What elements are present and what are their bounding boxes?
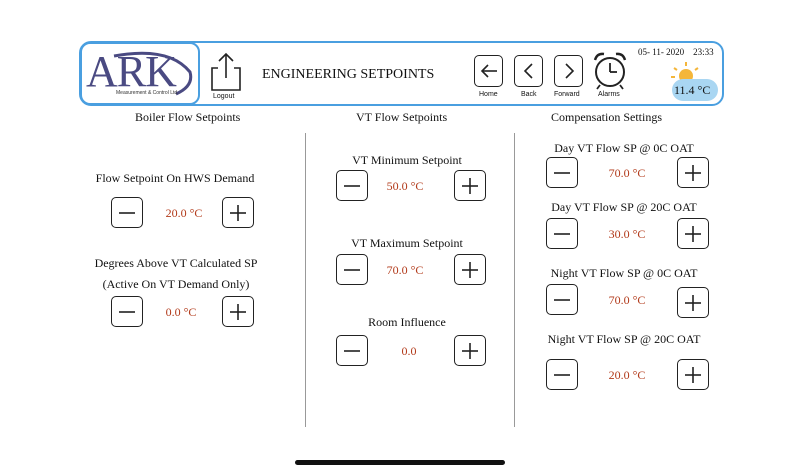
company-logo: ARK Measurement & Control Ltd. <box>80 42 200 105</box>
increase-button[interactable] <box>677 218 709 249</box>
boiler-column-title: Boiler Flow Setpoints <box>135 110 241 124</box>
plus-icon <box>685 366 701 383</box>
increase-button[interactable] <box>677 359 709 390</box>
comp-column-title: Compensation Settings <box>551 110 662 124</box>
arrow-left-icon <box>480 64 497 78</box>
setpoint-label: Flow Setpoint On HWS Demand <box>95 171 255 185</box>
setpoint-sublabel: (Active On VT Demand Only) <box>102 277 250 291</box>
page-title: ENGINEERING SETPOINTS <box>262 67 435 82</box>
decrease-button[interactable] <box>111 296 143 327</box>
chevron-right-icon <box>564 63 574 79</box>
setpoint-value: 0.0 °C <box>165 305 197 319</box>
increase-button[interactable] <box>454 254 486 285</box>
decrease-button[interactable] <box>546 218 578 249</box>
setpoint-value: 70.0 °C <box>608 166 646 180</box>
logout-label: Logout <box>213 93 235 100</box>
plus-icon <box>230 204 246 221</box>
forward-button[interactable] <box>554 55 583 87</box>
weather-badge <box>672 79 718 101</box>
logo-subtitle: Measurement & Control Ltd. <box>116 90 179 96</box>
plus-icon <box>685 225 701 242</box>
date-text: 05- 11- 2020 <box>638 47 685 57</box>
logout-button[interactable] <box>208 50 244 102</box>
decrease-button[interactable] <box>336 335 368 366</box>
minus-icon <box>119 310 135 313</box>
plus-icon <box>230 303 246 320</box>
share-export-icon <box>211 52 241 91</box>
decrease-button[interactable] <box>546 284 578 315</box>
plus-icon <box>462 342 478 359</box>
back-button[interactable] <box>514 55 543 87</box>
outdoor-temp: 11.4 °C <box>674 83 711 97</box>
back-label: Back <box>521 91 537 98</box>
increase-button[interactable] <box>454 335 486 366</box>
home-label: Home <box>479 91 498 98</box>
minus-icon <box>554 171 570 174</box>
decrease-button[interactable] <box>111 197 143 228</box>
setpoint-value: 30.0 °C <box>608 227 646 241</box>
setpoint-value: 20.0 °C <box>608 368 646 382</box>
setpoint-label: VT Maximum Setpoint <box>351 236 463 250</box>
plus-icon <box>685 164 701 181</box>
setpoint-label: Degrees Above VT Calculated SP <box>94 256 258 270</box>
setpoint-value: 50.0 °C <box>386 179 424 193</box>
vt-column-title: VT Flow Setpoints <box>356 110 448 124</box>
decrease-button[interactable] <box>546 359 578 390</box>
plus-icon <box>462 177 478 194</box>
setpoint-label: VT Minimum Setpoint <box>352 153 462 167</box>
plus-icon <box>685 294 701 311</box>
forward-label: Forward <box>554 91 580 98</box>
logo-swoosh-icon <box>113 51 193 96</box>
setpoint-label: Room Influence <box>368 315 446 329</box>
increase-button[interactable] <box>454 170 486 201</box>
setpoint-value: 20.0 °C <box>165 206 203 220</box>
increase-button[interactable] <box>677 157 709 188</box>
logo-text: ARK <box>86 47 177 96</box>
setpoint-label: Day VT Flow SP @ 20C OAT <box>551 200 697 214</box>
minus-icon <box>554 298 570 301</box>
decrease-button[interactable] <box>336 254 368 285</box>
setpoint-label: Night VT Flow SP @ 20C OAT <box>547 332 701 346</box>
minus-icon <box>554 232 570 235</box>
increase-button[interactable] <box>222 296 254 327</box>
setpoint-value: 70.0 °C <box>386 263 424 277</box>
minus-icon <box>344 349 360 352</box>
setpoint-value: 0.0 <box>401 344 417 358</box>
increase-button[interactable] <box>222 197 254 228</box>
alarm-clock-icon <box>593 52 627 90</box>
time-text: 23:33 <box>693 47 714 57</box>
decrease-button[interactable] <box>546 157 578 188</box>
alarms-label: Alarms <box>598 91 620 98</box>
minus-icon <box>344 268 360 271</box>
chevron-left-icon <box>523 63 533 79</box>
column-divider <box>305 133 306 427</box>
minus-icon <box>344 184 360 187</box>
minus-icon <box>554 373 570 376</box>
column-divider <box>514 133 515 427</box>
decrease-button[interactable] <box>336 170 368 201</box>
alarms-button[interactable] <box>591 51 629 91</box>
minus-icon <box>119 211 135 214</box>
setpoint-value: 70.0 °C <box>608 293 646 307</box>
plus-icon <box>462 261 478 278</box>
date-time: 05- 11- 2020 23:33 <box>638 47 714 57</box>
setpoint-label: Night VT Flow SP @ 0C OAT <box>550 266 698 280</box>
home-indicator[interactable] <box>295 460 505 465</box>
increase-button[interactable] <box>677 287 709 318</box>
home-button[interactable] <box>474 55 503 87</box>
setpoint-label: Day VT Flow SP @ 0C OAT <box>554 141 694 155</box>
